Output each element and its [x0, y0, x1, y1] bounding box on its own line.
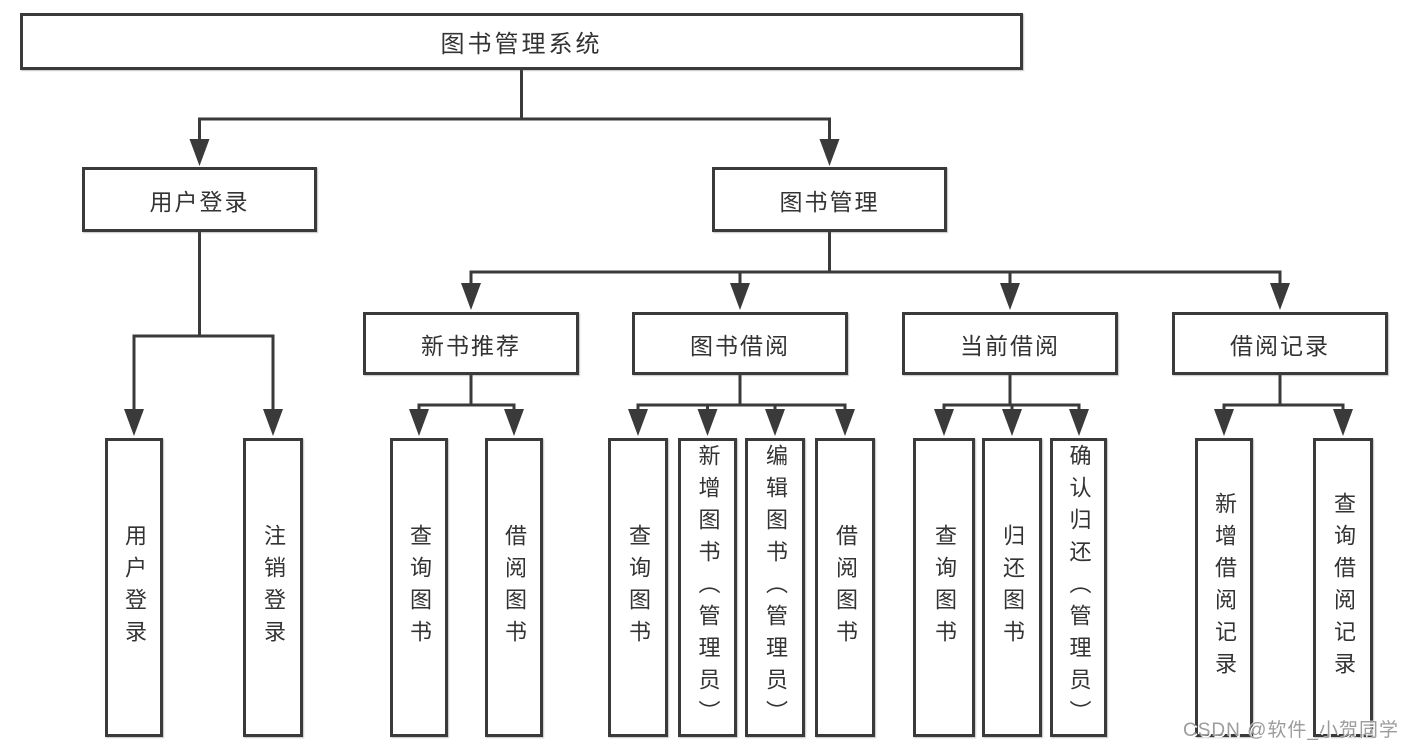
current-borrow-connector: [942, 373, 1081, 412]
leaf-query-books-current-label: 查询图书: [932, 523, 957, 652]
leaf-return-books: 归还图书: [982, 438, 1042, 737]
borrow-records-connector: [1222, 373, 1345, 412]
leaf-query-books-borrow: 查询图书: [608, 438, 668, 737]
user-login-connector: [132, 232, 275, 410]
leaf-confirm-return-admin: 确认归还（管理员）: [1050, 438, 1107, 737]
node-root: 图书管理系统: [20, 13, 1023, 70]
arrow-down-icon: [697, 409, 718, 436]
book-management-connector: [469, 232, 1282, 284]
leaf-borrow-books-borrow-label: 借阅图书: [833, 523, 858, 652]
node-book-borrow-label: 图书借阅: [690, 332, 790, 359]
arrow-down-icon: [124, 409, 144, 436]
arrow-down-icon: [1333, 409, 1353, 436]
node-new-book-recommend: 新书推荐: [363, 312, 579, 375]
root-connector: [198, 68, 831, 141]
book-borrow-arrowheads: [628, 409, 855, 436]
arrow-down-icon: [504, 409, 524, 436]
book-management-arrowheads: [461, 283, 1290, 310]
arrow-down-icon: [819, 139, 840, 166]
node-book-management-label: 图书管理: [779, 188, 880, 215]
book-borrow-connector: [636, 373, 847, 412]
node-borrow-records: 借阅记录: [1172, 312, 1388, 375]
leaf-add-borrow-record: 新增借阅记录: [1195, 438, 1253, 737]
leaf-query-books-recommend: 查询图书: [390, 438, 448, 737]
node-root-label: 图书管理系统: [440, 31, 603, 58]
arrow-down-icon: [730, 283, 750, 310]
root-arrowheads: [189, 139, 840, 166]
leaf-borrow-books-recommend-label: 借阅图书: [502, 523, 527, 652]
leaf-return-books-label: 归还图书: [1000, 523, 1025, 652]
arrow-down-icon: [628, 409, 648, 436]
leaf-user-login: 用户登录: [105, 438, 163, 737]
arrow-down-icon: [1214, 409, 1234, 436]
arrow-down-icon: [1069, 409, 1089, 436]
new-book-recommend-arrowheads: [409, 409, 524, 436]
node-book-management: 图书管理: [712, 167, 947, 232]
node-current-borrow-label: 当前借阅: [960, 332, 1060, 359]
leaf-edit-books-admin-label: 编辑图书（管理员）: [763, 443, 788, 732]
node-book-borrow: 图书借阅: [632, 312, 848, 375]
arrow-down-icon: [1002, 409, 1022, 436]
leaf-query-books-current: 查询图书: [913, 438, 975, 737]
node-current-borrow: 当前借阅: [902, 312, 1118, 375]
leaf-add-books-admin-label: 新增图书（管理员）: [695, 443, 721, 732]
node-new-book-recommend-label: 新书推荐: [421, 332, 521, 359]
leaf-query-borrow-record-label: 查询借阅记录: [1331, 491, 1356, 684]
leaf-logout-label: 注销登录: [261, 523, 286, 652]
node-user-login: 用户登录: [82, 167, 317, 232]
leaf-borrow-books-recommend: 借阅图书: [485, 438, 543, 737]
leaf-logout: 注销登录: [243, 438, 303, 737]
borrow-records-arrowheads: [1214, 409, 1353, 436]
leaf-add-books-admin: 新增图书（管理员）: [678, 438, 737, 737]
arrow-down-icon: [189, 139, 210, 166]
arrow-down-icon: [1270, 283, 1290, 310]
leaf-query-borrow-record: 查询借阅记录: [1313, 438, 1373, 737]
arrow-down-icon: [835, 409, 855, 436]
leaf-borrow-books-borrow: 借阅图书: [815, 438, 875, 737]
arrow-down-icon: [263, 409, 283, 436]
arrow-down-icon: [934, 409, 954, 436]
current-borrow-arrowheads: [934, 409, 1089, 436]
node-user-login-label: 用户登录: [149, 188, 250, 215]
arrow-down-icon: [1000, 283, 1020, 310]
leaf-add-borrow-record-label: 新增借阅记录: [1212, 491, 1237, 684]
new-book-recommend-connector: [417, 373, 516, 412]
leaf-query-books-borrow-label: 查询图书: [626, 523, 651, 652]
leaf-query-books-recommend-label: 查询图书: [407, 523, 432, 652]
node-borrow-records-label: 借阅记录: [1230, 332, 1330, 359]
arrow-down-icon: [765, 409, 785, 436]
watermark: CSDN @软件_小贺同学: [1183, 720, 1399, 741]
arrow-down-icon: [409, 409, 429, 436]
leaf-user-login-label: 用户登录: [122, 523, 147, 652]
arrow-down-icon: [461, 283, 481, 310]
leaf-edit-books-admin: 编辑图书（管理员）: [745, 438, 805, 737]
user-login-arrowheads: [124, 409, 283, 436]
leaf-confirm-return-admin-label: 确认归还（管理员）: [1066, 443, 1092, 732]
